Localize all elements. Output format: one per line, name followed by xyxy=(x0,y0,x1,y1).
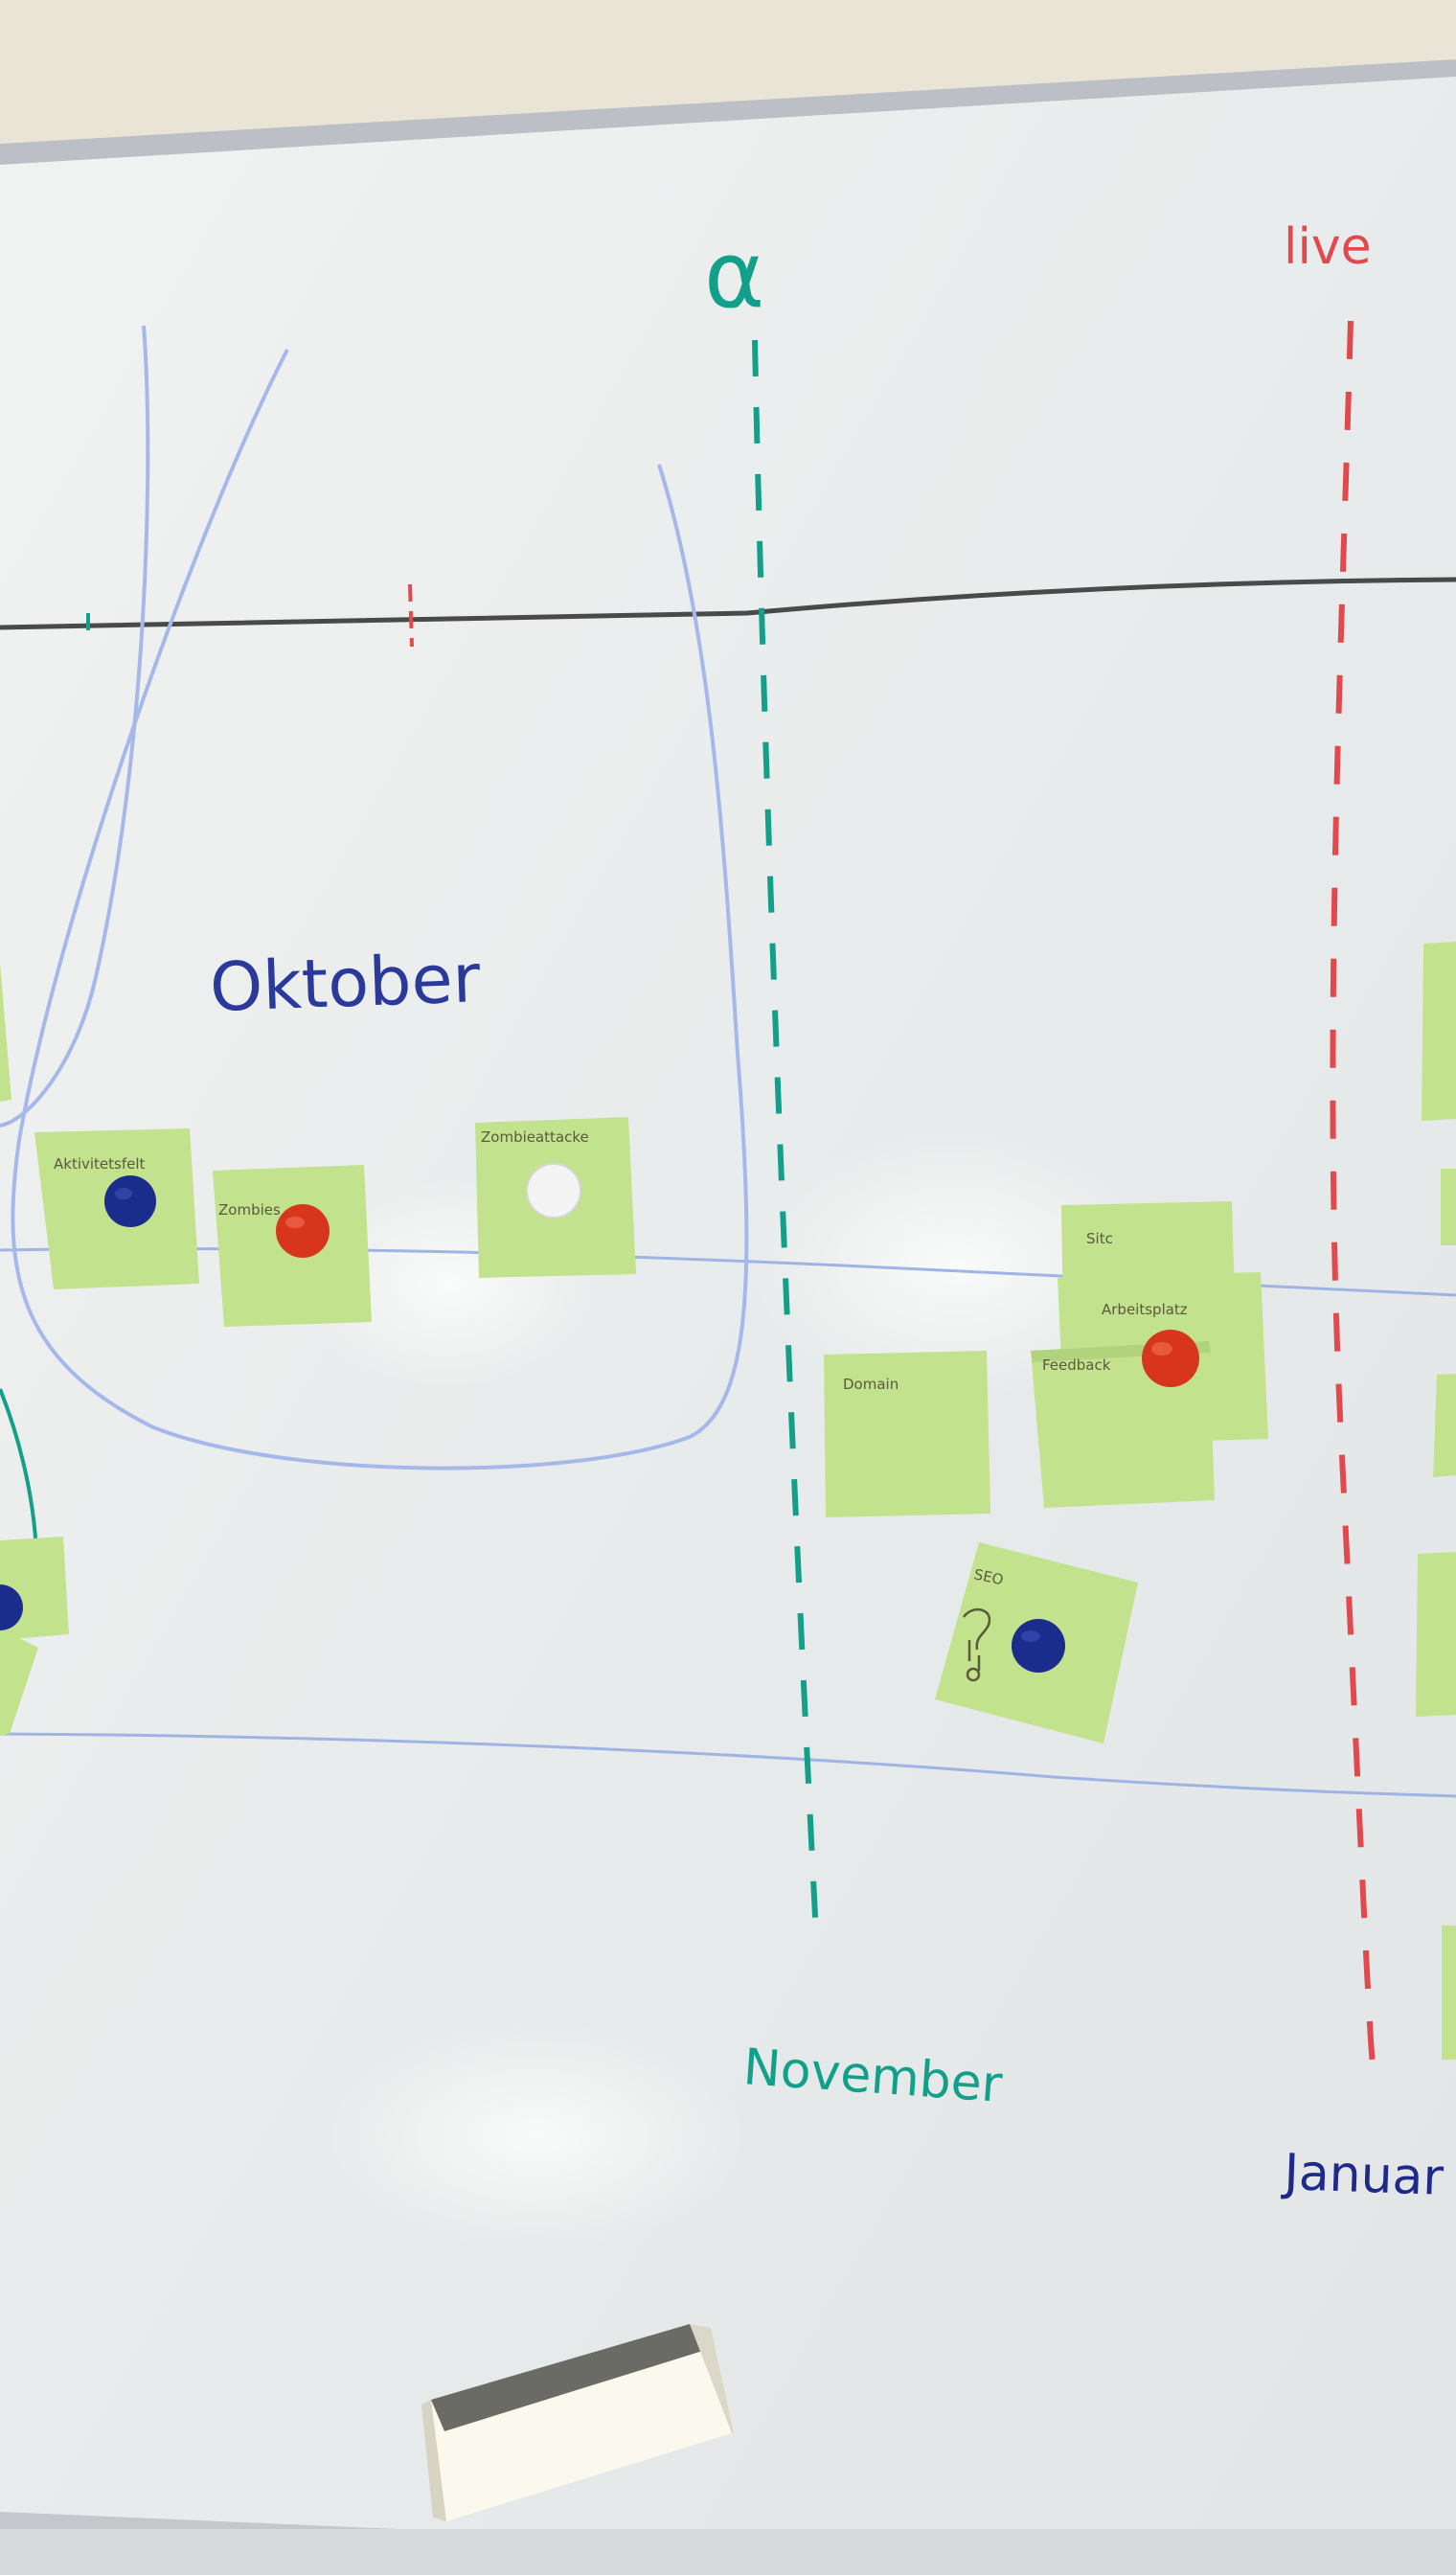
live-milestone: live xyxy=(1284,218,1377,2076)
sticky-note-feedback: Feedback xyxy=(1031,1330,1215,1508)
magnet-white xyxy=(526,1163,581,1219)
sticky-note-partial-right-3 xyxy=(1433,1374,1456,1477)
whiteboard xyxy=(0,59,1456,2575)
alpha-milestone: α xyxy=(704,221,819,1936)
question-mark-doodle xyxy=(962,1607,991,1682)
magnet-red xyxy=(1142,1330,1199,1387)
sticky-note-seo: SEO xyxy=(935,1542,1138,1743)
sticky-note-partial-right-2 xyxy=(1441,1169,1456,1245)
note-domain-text: Domain xyxy=(843,1376,899,1393)
note-arbeitsplatz-text: Arbeitsplatz xyxy=(1102,1301,1188,1318)
sticky-note-partial-right-5 xyxy=(1442,1926,1456,2060)
magnet-red xyxy=(276,1204,330,1258)
note-sitc-text: Sitc xyxy=(1086,1230,1113,1247)
magnet-blue xyxy=(1012,1619,1065,1673)
month-januar: Januar xyxy=(1281,2144,1445,2207)
funnel-curves xyxy=(0,325,749,1553)
alpha-label: α xyxy=(704,221,764,329)
sticky-note-domain: Domain xyxy=(824,1351,990,1517)
note-feedback-text: Feedback xyxy=(1042,1356,1111,1374)
sticky-note-partial-right-4 xyxy=(1416,1552,1456,1717)
sticky-note-zombieattacke: Zombieattacke xyxy=(475,1117,636,1278)
live-label: live xyxy=(1284,218,1372,276)
sticky-note-partial-right-1 xyxy=(1422,942,1456,1121)
magnet-blue xyxy=(104,1175,156,1227)
note-aktivitetsfelt-text: Aktivitetsfelt xyxy=(54,1155,146,1173)
note-zombies-text: Zombies xyxy=(218,1201,281,1219)
board-frame-top xyxy=(0,59,1456,165)
board-frame-bottom-rail xyxy=(0,2529,1456,2575)
note-zombieattacke-text: Zombieattacke xyxy=(481,1128,589,1146)
timeline xyxy=(0,577,1456,648)
month-oktober: Oktober xyxy=(209,939,482,1027)
whiteboard-eraser xyxy=(421,2324,734,2521)
sticky-note-aktivitetsfelt: Aktivitetsfelt xyxy=(34,1128,199,1289)
sticky-note-partial-left-top xyxy=(0,963,11,1102)
edge-notes xyxy=(0,942,1456,2060)
sticky-note-partial-left-tail xyxy=(0,1629,38,1736)
sticky-note-zombies: Zombies xyxy=(213,1165,372,1327)
board-surface xyxy=(0,59,1456,2575)
magnet-blue-edge xyxy=(0,1584,23,1630)
